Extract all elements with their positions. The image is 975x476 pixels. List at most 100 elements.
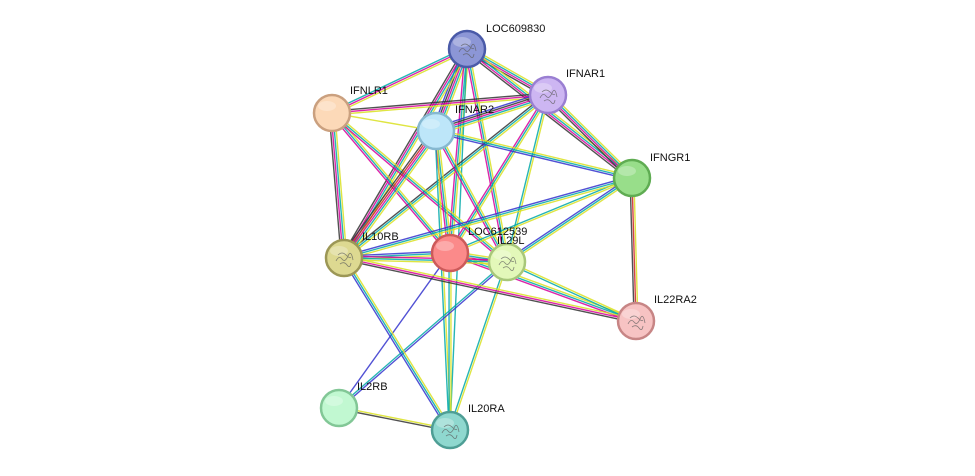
edge-line: [342, 92, 548, 258]
edge-line: [435, 130, 633, 179]
edge-line: [506, 262, 636, 323]
node-il10rb[interactable]: IL10RB: [324, 231, 399, 278]
edge-line: [332, 50, 469, 116]
edge-line: [345, 256, 453, 430]
protein-structure-icon: [498, 256, 517, 271]
edge-IFNLR1-IL29L: [330, 111, 509, 264]
edge-IL10RB-IL20RA: [341, 256, 453, 432]
edge-IFNAR2-IL29L: [433, 129, 510, 264]
edge-line: [331, 92, 548, 112]
node-circle[interactable]: [319, 388, 359, 428]
protein-structure-icon: [441, 424, 460, 439]
edge-line: [343, 257, 508, 263]
node-ifnar2[interactable]: IFNAR2: [416, 104, 494, 151]
edge-IFNGR1-IL10RB: [343, 175, 633, 261]
edge-IL29L-IL10RB: [343, 255, 508, 265]
edge-line: [331, 112, 508, 263]
edge-line: [436, 97, 550, 136]
edge-IL29L-IL22RA2: [506, 260, 637, 323]
edge-line: [331, 112, 451, 254]
node-circle[interactable]: [430, 410, 470, 450]
edge-line: [464, 49, 506, 263]
node-highlight: [618, 166, 636, 176]
edge-line: [434, 90, 548, 129]
edge-line: [506, 177, 633, 263]
edge-line: [505, 175, 632, 262]
edge-line: [450, 178, 633, 255]
edge-line: [343, 257, 451, 431]
edge-line: [331, 94, 549, 114]
node-circle[interactable]: [616, 301, 656, 341]
edge-line: [545, 96, 631, 181]
node-label: IFNLR1: [350, 85, 388, 97]
node-ifngr1[interactable]: IFNGR1: [612, 152, 690, 198]
node-label: IL2RB: [357, 381, 388, 393]
edge-line: [343, 130, 437, 259]
node-label: IFNAR1: [566, 68, 605, 80]
edge-LOC609830-IL10RB: [340, 47, 471, 260]
node-label: IFNGR1: [650, 152, 690, 164]
node-circle[interactable]: [447, 29, 487, 69]
node-label: LOC612539: [468, 226, 527, 238]
edge-line: [330, 113, 344, 259]
node-circle[interactable]: [487, 242, 527, 282]
edge-line: [548, 93, 634, 178]
protein-structure-icon: [335, 252, 354, 267]
edge-line: [435, 130, 508, 263]
edge-line: [447, 48, 466, 253]
node-loc612539[interactable]: LOC612539: [430, 226, 527, 273]
edge-line: [449, 254, 636, 324]
edge-line: [344, 179, 633, 261]
node-circle[interactable]: [324, 238, 364, 278]
node-label: IFNAR2: [455, 104, 494, 116]
edge-IFNAR1-IL10RB: [342, 92, 550, 261]
edge-line: [435, 92, 548, 130]
edge-IFNAR1-IFNLR1: [331, 92, 549, 116]
edge-line: [330, 113, 450, 255]
node-ifnar1[interactable]: IFNAR1: [528, 68, 605, 115]
node-circle[interactable]: [528, 75, 568, 115]
node-circle[interactable]: [430, 233, 470, 273]
node-circle[interactable]: [312, 93, 352, 133]
edge-IFNAR2-IFNGR1: [435, 128, 633, 181]
edge-line: [328, 113, 342, 259]
edge-line: [343, 259, 507, 265]
node-il20ra[interactable]: IL20RA: [430, 403, 505, 450]
edge-line: [344, 49, 469, 259]
edge-line: [549, 92, 635, 177]
edge-line: [343, 175, 632, 257]
edge-line: [451, 95, 551, 255]
edge-line: [468, 48, 510, 262]
node-loc609830[interactable]: LOC609830: [447, 23, 545, 69]
edge-IFNLR1-LOC612539: [330, 111, 452, 255]
edge-line: [507, 95, 550, 263]
node-circle[interactable]: [612, 158, 652, 198]
edge-line: [466, 48, 508, 263]
node-circle[interactable]: [416, 111, 456, 151]
edge-line: [435, 132, 632, 181]
edge-line: [334, 112, 348, 258]
node-il22ra2[interactable]: IL22RA2: [616, 294, 697, 341]
edge-IFNGR1-IL29L: [505, 175, 634, 265]
edge-line: [340, 128, 434, 257]
edge-line: [343, 257, 637, 322]
edge-IL10RB-IL22RA2: [343, 255, 637, 324]
node-label: IL10RB: [362, 231, 399, 243]
edge-line: [332, 112, 346, 258]
edge-IFNAR2-IL10RB: [340, 128, 440, 261]
edge-IFNAR1-IL29L: [505, 94, 550, 263]
edge-line: [464, 50, 631, 181]
edge-line: [332, 96, 549, 116]
node-il29l[interactable]: IL29L: [487, 235, 527, 282]
edge-line: [331, 48, 468, 114]
edge-line: [345, 50, 471, 260]
edge-line: [631, 177, 637, 322]
edge-IFNLR1-IL10RB: [328, 112, 348, 259]
node-label: IL22RA2: [654, 294, 697, 306]
node-ifnlr1[interactable]: IFNLR1: [312, 85, 388, 133]
edge-line: [435, 94, 549, 132]
edge-line: [436, 128, 633, 177]
edge-line: [507, 260, 637, 321]
node-il2rb[interactable]: IL2RB: [319, 381, 388, 428]
edge-line: [437, 129, 510, 262]
